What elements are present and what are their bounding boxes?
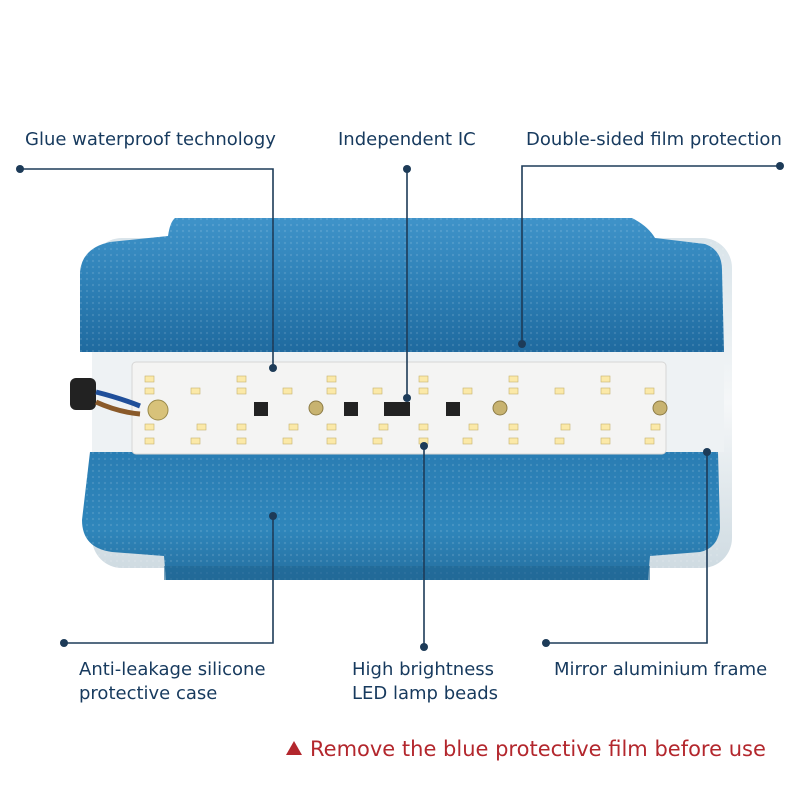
led-bead [508,375,519,383]
led-bead [144,437,155,445]
led-bead [144,387,155,395]
led-bead [508,423,519,431]
led-bead [554,387,565,395]
led-bead [282,387,293,395]
led-bead [462,387,473,395]
led-bead [600,437,611,445]
power-cable [70,378,169,421]
led-bead [650,423,661,431]
led-bead [644,387,655,395]
led-bead [326,375,337,383]
led-bead [468,423,479,431]
led-bead [644,437,655,445]
led-bead [236,387,247,395]
led-bead [288,423,299,431]
led-bead [600,387,611,395]
led-bead [554,437,565,445]
led-bead [236,423,247,431]
led-bead [372,437,383,445]
led-bead [418,423,429,431]
label-glue-waterproof: Glue waterproof technology [25,129,276,150]
led-bead [196,423,207,431]
warning-note: Remove the blue protective film before u… [286,737,766,761]
led-bead [600,375,611,383]
led-bead [236,437,247,445]
led-bead [282,437,293,445]
led-bead [378,423,389,431]
led-bead [560,423,571,431]
label-aluminium-frame: Mirror aluminium frame [554,659,768,680]
led-bead [326,387,337,395]
led-bead [508,387,519,395]
led-bead [600,423,611,431]
led-bead [326,437,337,445]
label-led-beads: High brightness LED lamp beads [352,659,499,704]
warning-triangle-icon [286,741,302,755]
led-bead [508,437,519,445]
led-beads [144,375,661,445]
label-independent-ic: Independent IC [338,129,476,150]
label-double-sided-film: Double-sided film protection [526,129,782,150]
led-bead [372,387,383,395]
leader-lines [20,165,780,647]
led-bead [326,423,337,431]
led-bead [418,375,429,383]
led-bead [190,437,201,445]
led-bead [236,375,247,383]
led-bead [418,387,429,395]
led-bead [144,423,155,431]
led-bead [462,437,473,445]
led-bead [190,387,201,395]
led-bead [144,375,155,383]
label-silicone-case: Anti-leakage silicone protective case [79,659,266,704]
